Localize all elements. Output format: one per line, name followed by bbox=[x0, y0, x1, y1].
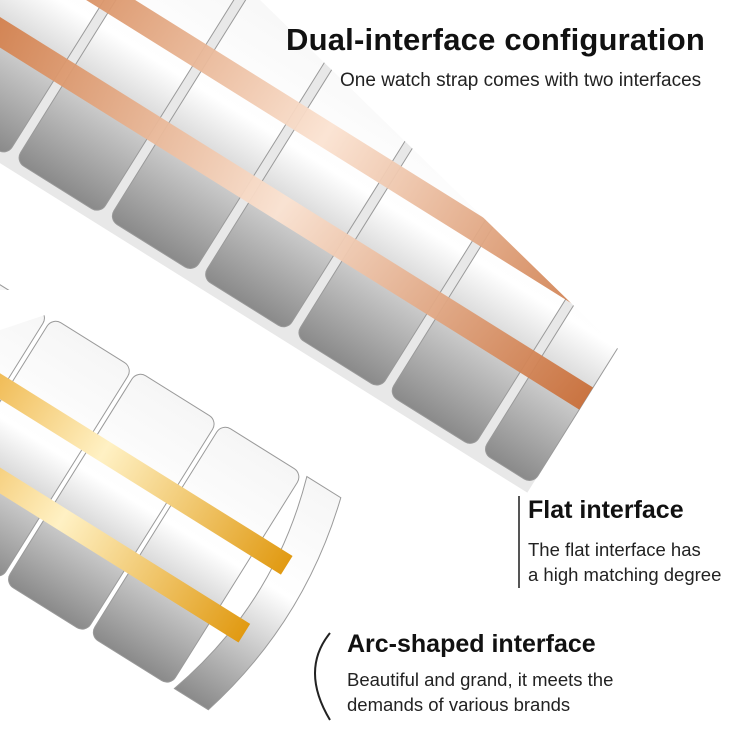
flat-interface-description: The flat interface has a high matching d… bbox=[528, 537, 721, 587]
arc-interface-description: Beautiful and grand, it meets the demand… bbox=[347, 667, 613, 717]
flat-interface-divider bbox=[518, 496, 520, 588]
flat-interface-strap bbox=[0, 0, 687, 493]
arc-interface-title: Arc-shaped interface bbox=[347, 630, 596, 658]
flat-interface-line-1: The flat interface has bbox=[528, 539, 701, 560]
flat-interface-line-2: a high matching degree bbox=[528, 564, 722, 585]
flat-interface-title: Flat interface bbox=[528, 496, 684, 524]
arc-interface-line-2: demands of various brands bbox=[347, 694, 571, 715]
page-title: Dual-interface configuration bbox=[286, 22, 705, 57]
arc-interface-line-1: Beautiful and grand, it meets the bbox=[347, 669, 614, 690]
arc-interface-strap bbox=[0, 267, 342, 711]
page-subtitle: One watch strap comes with two interface… bbox=[340, 70, 702, 91]
